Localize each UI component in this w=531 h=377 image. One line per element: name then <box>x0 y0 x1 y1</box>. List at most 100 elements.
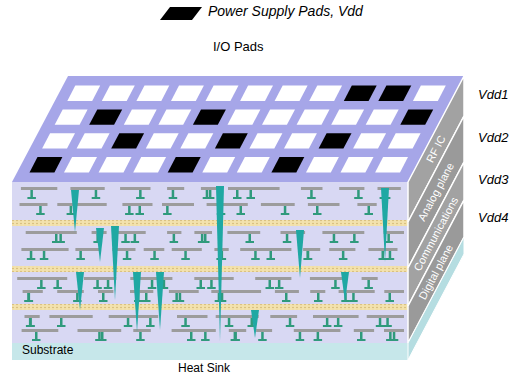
via-pad <box>146 325 155 327</box>
through-via <box>76 272 84 310</box>
io-pad <box>237 157 270 172</box>
via-stub <box>56 280 59 287</box>
metal-wire <box>21 187 57 190</box>
via-stub <box>206 190 209 197</box>
through-via <box>111 226 119 300</box>
via-pad <box>27 258 36 260</box>
via-pad <box>92 197 101 199</box>
metal-wire <box>17 277 67 280</box>
metal-wire <box>144 248 165 251</box>
via-pad <box>125 213 134 215</box>
via-pad <box>170 241 179 243</box>
io-pad <box>180 133 213 148</box>
io-pad <box>136 86 169 101</box>
via-pad <box>24 300 33 302</box>
via-stub <box>353 234 356 241</box>
power-pad <box>319 133 352 148</box>
via-stub <box>249 234 252 241</box>
via-stub <box>151 280 154 287</box>
via-stub <box>55 234 58 241</box>
power-pad <box>378 86 411 101</box>
metal-wire <box>57 203 106 206</box>
via-stub <box>386 318 389 325</box>
via-pad <box>32 339 41 341</box>
via-stub <box>286 234 289 241</box>
via-pad <box>314 339 323 341</box>
via-pad <box>357 339 366 341</box>
io-pad <box>206 86 239 101</box>
via-pad <box>136 213 145 215</box>
via-pad <box>313 213 322 215</box>
via-pad <box>57 325 66 327</box>
via-pad <box>354 197 363 199</box>
io-pad <box>228 109 261 124</box>
via-stub <box>317 293 320 300</box>
via-pad <box>233 197 242 199</box>
metal-wire <box>23 290 43 293</box>
via-pad <box>231 339 240 341</box>
via-stub <box>127 318 130 325</box>
metal-wire <box>313 315 359 318</box>
supply-label: Vdd2 <box>478 131 508 146</box>
io-pad <box>171 86 204 101</box>
via-pad <box>148 287 157 289</box>
io-pad <box>249 133 282 148</box>
io-pad <box>297 109 330 124</box>
metal-wire <box>26 231 77 234</box>
io-pads-label: I/O Pads <box>213 40 264 55</box>
via-stub <box>307 251 310 258</box>
io-pad <box>341 157 374 172</box>
metal-wire <box>368 248 397 251</box>
bonding-layer <box>12 266 408 272</box>
metal-wire <box>354 329 374 332</box>
via-pad <box>40 258 49 260</box>
metal-wire <box>120 187 150 190</box>
io-pad <box>375 157 408 172</box>
via-pad <box>201 339 210 341</box>
io-pad <box>42 133 75 148</box>
via-pad <box>339 258 348 260</box>
via-stub <box>333 234 336 241</box>
via-pad <box>307 197 316 199</box>
via-stub <box>35 332 38 339</box>
via-stub <box>95 190 98 197</box>
via-pad <box>304 258 313 260</box>
metal-wire <box>49 315 92 318</box>
metal-wire <box>256 329 272 332</box>
metal-wire <box>357 203 376 206</box>
via-pad <box>121 241 130 243</box>
via-stub <box>101 332 104 339</box>
via-stub <box>316 206 319 213</box>
metal-wire <box>169 290 199 293</box>
legend-text: Power Supply Pads, Vdd <box>208 3 363 19</box>
metal-wire <box>133 329 151 332</box>
via-pad <box>203 197 212 199</box>
via-pad <box>207 287 216 289</box>
via-stub <box>139 332 142 339</box>
via-pad <box>104 287 113 289</box>
via-stub <box>379 318 382 325</box>
via-pad <box>323 325 332 327</box>
via-stub <box>270 251 273 258</box>
via-pad <box>266 287 275 289</box>
via-pad <box>283 241 292 243</box>
power-pad <box>344 86 377 101</box>
through-via <box>381 188 389 262</box>
via-pad <box>131 241 140 243</box>
via-stub <box>153 251 156 258</box>
via-stub <box>228 318 231 325</box>
metal-wire <box>378 187 401 190</box>
metal-wire <box>20 203 48 206</box>
via-pad <box>124 325 133 327</box>
metal-wire <box>75 248 100 251</box>
via-stub <box>30 251 33 258</box>
via-stub <box>254 251 257 258</box>
metal-wire <box>270 315 297 318</box>
via-stub <box>98 332 101 339</box>
via-pad <box>247 197 256 199</box>
metal-wire <box>329 248 355 251</box>
via-stub <box>307 251 310 258</box>
metal-wire <box>227 231 260 234</box>
io-pad <box>413 86 446 101</box>
